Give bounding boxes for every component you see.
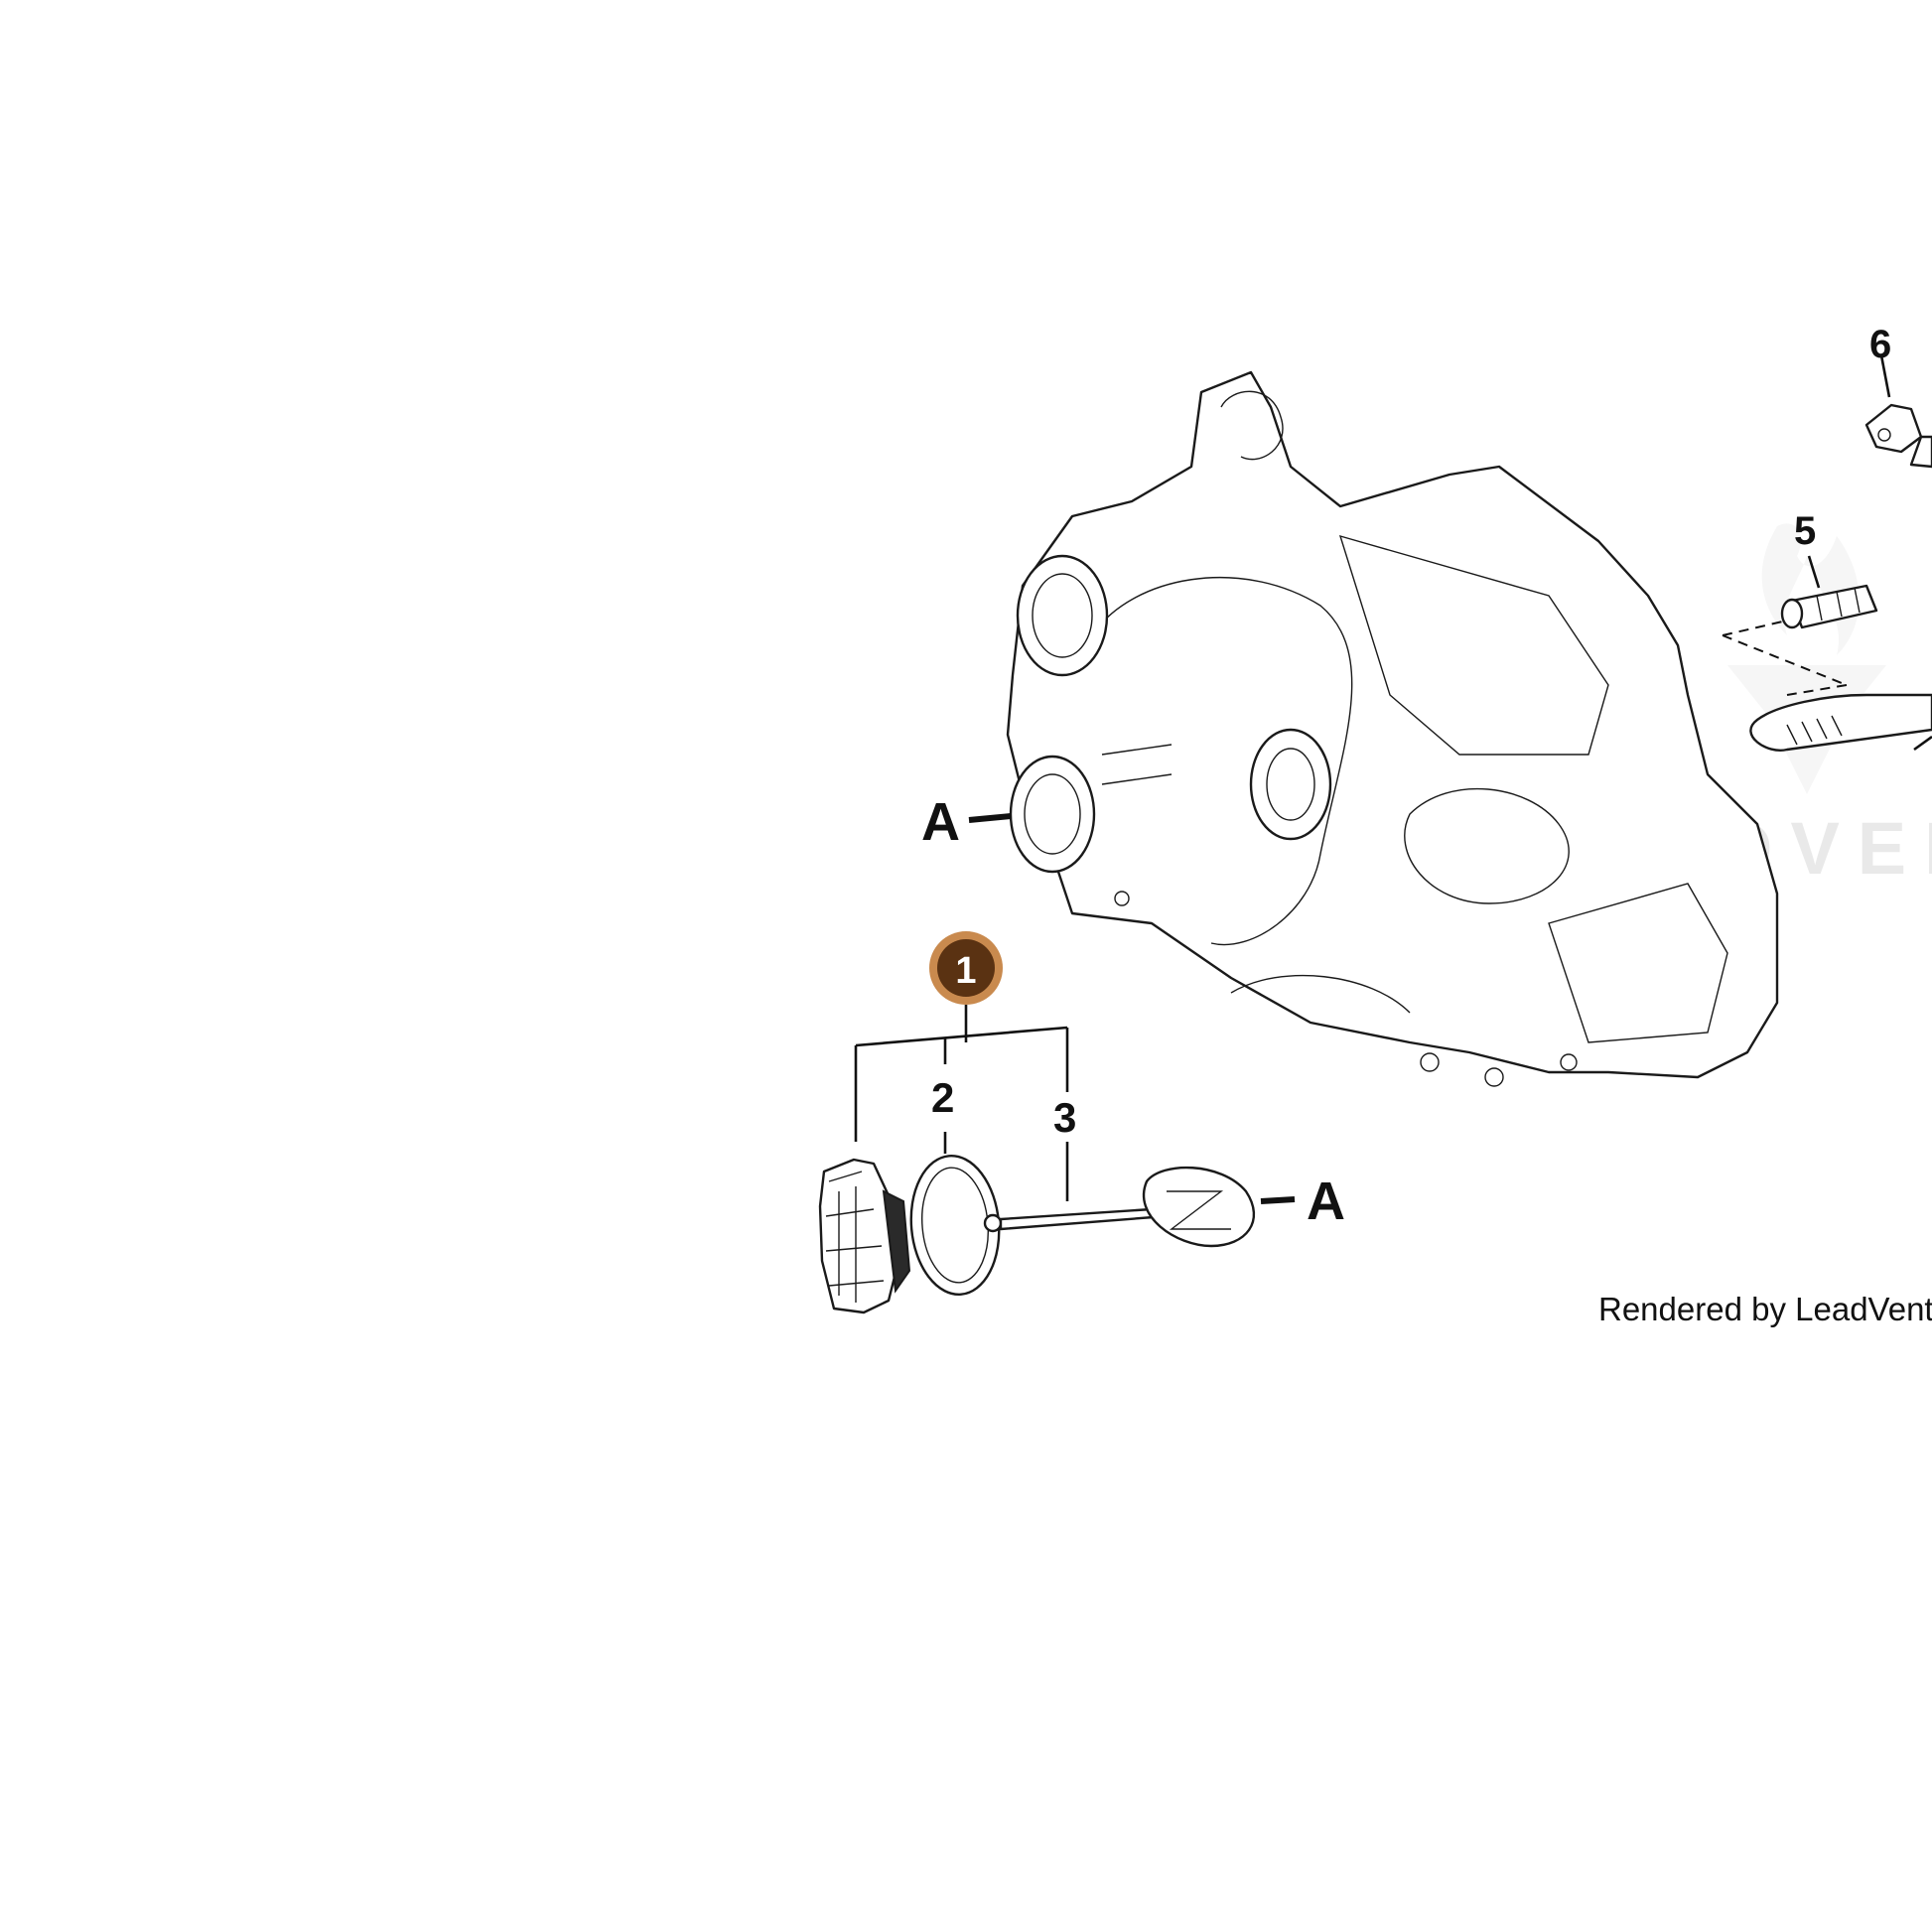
ref-a-right-leader (1260, 1196, 1296, 1204)
leader-5 (1807, 555, 1821, 589)
callout-2[interactable]: 2 (931, 1074, 954, 1121)
render-credit: Rendered by LeadVenture (1598, 1291, 1932, 1327)
callout-6[interactable]: 6 (1869, 323, 1891, 366)
dashed-assembly-lines (1722, 620, 1848, 696)
assembly-bracket (854, 1005, 1069, 1201)
callout-1-badge[interactable]: 1 (929, 931, 1003, 1005)
watermark-flame-icon (1727, 523, 1886, 794)
leader-hose (1913, 735, 1932, 752)
leader-6 (1879, 354, 1891, 398)
part-dipstick (983, 1166, 1256, 1248)
part-6-clip (1864, 403, 1932, 469)
callout-1: 1 (955, 950, 976, 992)
callout-3[interactable]: 3 (1053, 1094, 1076, 1141)
ref-a-left-leader (968, 813, 1012, 823)
callout-5[interactable]: 5 (1794, 509, 1816, 553)
part-oil-filler-plug (818, 1158, 911, 1314)
ref-a-left: A (921, 792, 960, 852)
breather-hose (1749, 693, 1932, 752)
crankcase-housing (1006, 370, 1779, 1087)
ref-a-right: A (1307, 1172, 1345, 1231)
part-5-breather-valve (1780, 584, 1878, 629)
